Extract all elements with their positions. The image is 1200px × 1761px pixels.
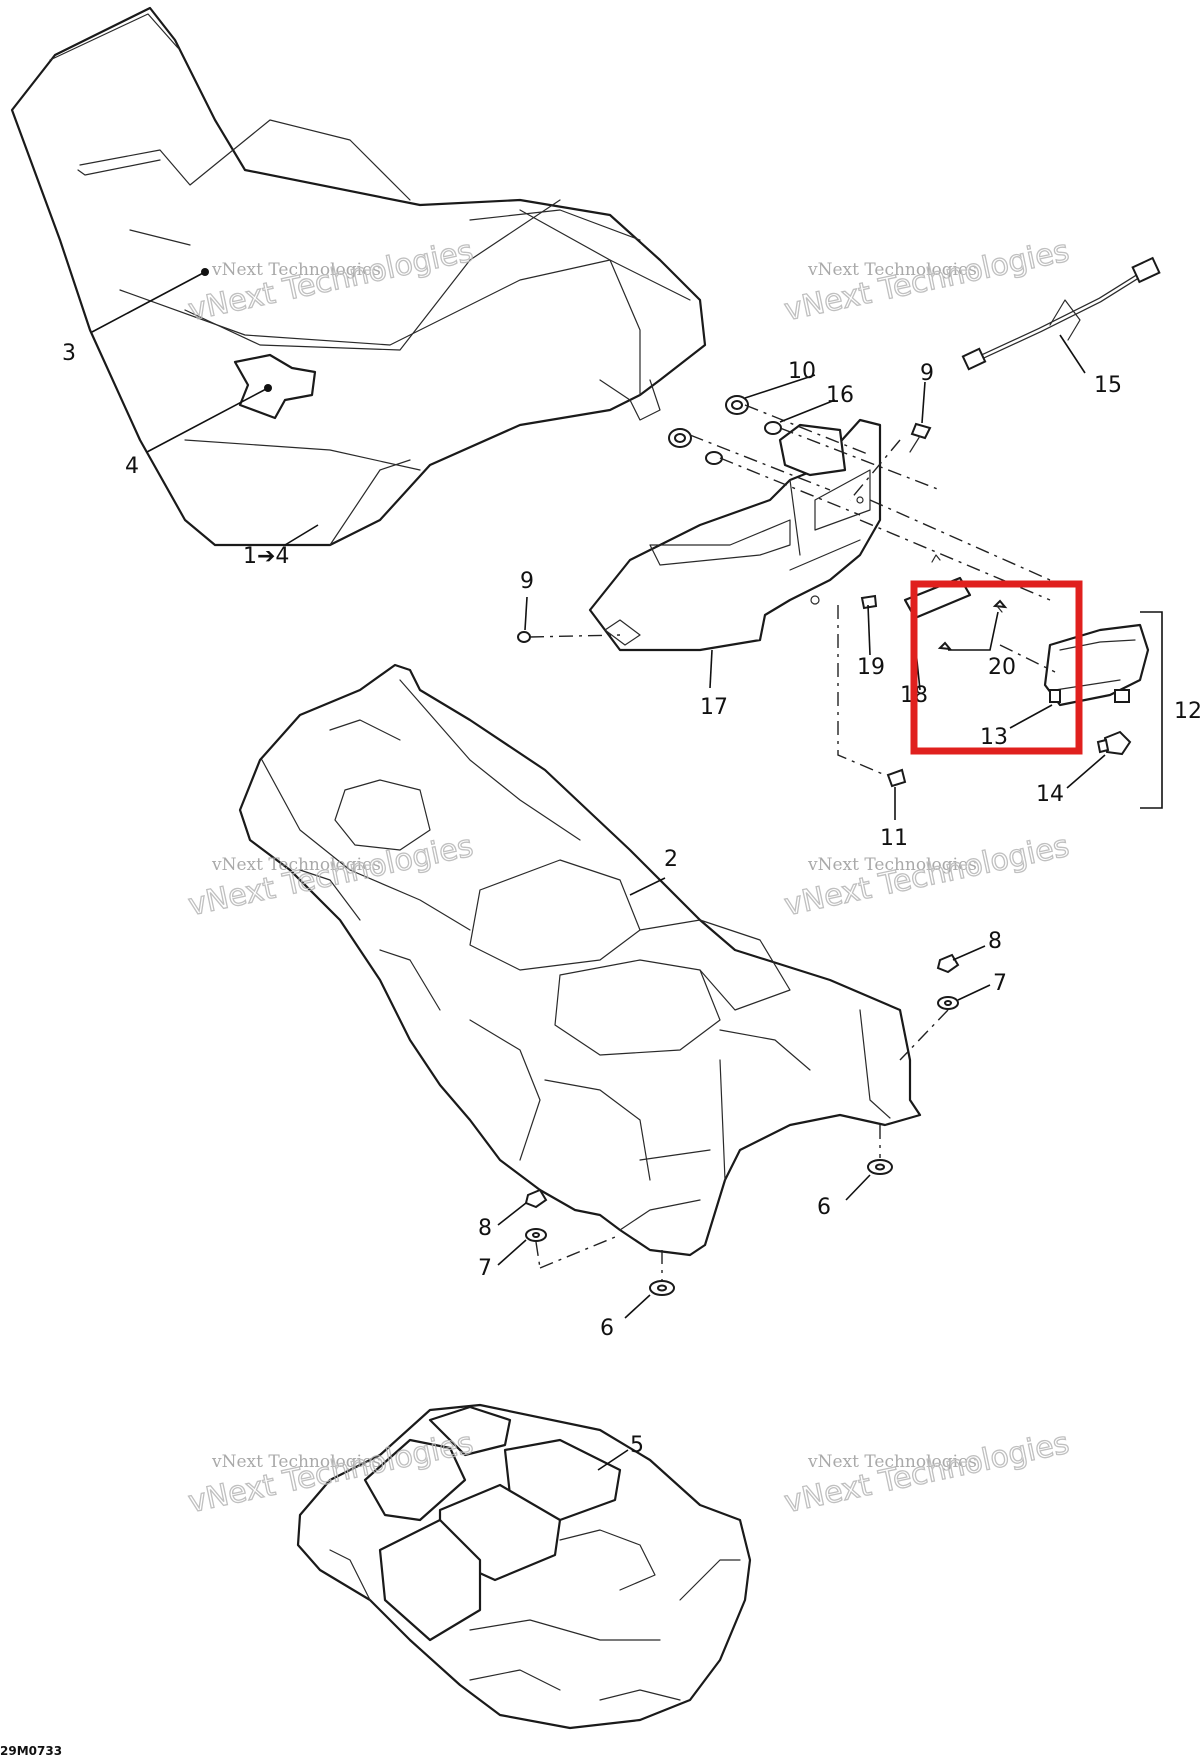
- watermark-text: vNext Technologies: [211, 260, 381, 280]
- callout-2: 2: [664, 847, 678, 872]
- wiring-harness-15: [961, 256, 1161, 371]
- watermark-outline: vNext Technologies: [781, 829, 1072, 924]
- callout-4: 4: [125, 454, 139, 479]
- nut-8-left: [524, 1188, 548, 1209]
- callout-7-left: 7: [478, 1256, 492, 1281]
- watermark-outline: vNext Technologies: [781, 234, 1072, 329]
- callouts: 3 4 1➔4 10 16 9 15 9 17 19 18 20 13 12 1…: [62, 341, 1200, 1458]
- foam-pad: [296, 1403, 752, 1730]
- seat-logo-patch: [233, 353, 317, 420]
- callout-3: 3: [62, 341, 76, 366]
- callout-17: 17: [700, 695, 728, 720]
- fastener-11: [886, 768, 907, 788]
- watermark-outline: vNext Technologies: [781, 1426, 1072, 1521]
- rear-handle-assembly: [588, 418, 882, 652]
- callout-12: 12: [1174, 699, 1200, 724]
- callout-13: 13: [980, 725, 1008, 750]
- callout-6-left: 6: [600, 1316, 614, 1341]
- o-ring-16b: [705, 451, 723, 465]
- callout-16: 16: [826, 383, 854, 408]
- callout-8-left: 8: [478, 1216, 492, 1241]
- watermark-text: vNext Technologies: [211, 1452, 381, 1472]
- callout-9-top: 9: [920, 361, 934, 386]
- seat-assembly: [10, 6, 707, 547]
- o-ring-16a: [764, 421, 782, 435]
- watermark-text: vNext Technologies: [211, 855, 381, 875]
- taillight-assembly: [860, 554, 1163, 809]
- callout-15: 15: [1094, 373, 1122, 398]
- highlight-box: [910, 580, 1083, 755]
- grommet-10b-inner: [674, 433, 686, 443]
- callout-11: 11: [880, 826, 908, 851]
- nut-8-right: [936, 953, 960, 974]
- callout-19: 19: [857, 655, 885, 680]
- drawing-code: 29M0733: [0, 1744, 62, 1758]
- callout-5: 5: [630, 1433, 644, 1458]
- callout-10: 10: [788, 359, 816, 384]
- watermark-text: vNext Technologies: [807, 855, 977, 875]
- leader-lines: [91, 271, 1106, 1471]
- screw-9-left: [517, 631, 531, 643]
- grommet-10a-inner: [731, 400, 743, 410]
- chassis-hardware: [524, 953, 960, 1296]
- watermark-text: vNext Technologies: [807, 1452, 977, 1472]
- handle-grip: [778, 423, 847, 477]
- callout-6-right: 6: [817, 1195, 831, 1220]
- top-hardware: [517, 256, 1161, 643]
- callout-9-left: 9: [520, 569, 534, 594]
- clip-19: [860, 594, 878, 610]
- callout-7-right: 7: [993, 971, 1007, 996]
- assembly-lines-top: [529, 404, 1056, 776]
- foam-block-2: [428, 1405, 512, 1457]
- chassis-tray: [238, 663, 922, 1257]
- foam-block-1: [363, 1438, 467, 1522]
- screw-9-top: [910, 422, 932, 440]
- callout-14: 14: [1036, 782, 1064, 807]
- callout-8-right: 8: [988, 929, 1002, 954]
- callout-1-4: 1➔4: [243, 544, 289, 569]
- foam-block-5: [378, 1518, 482, 1642]
- watermark-text: vNext Technologies: [807, 260, 977, 280]
- callout-20: 20: [988, 655, 1016, 680]
